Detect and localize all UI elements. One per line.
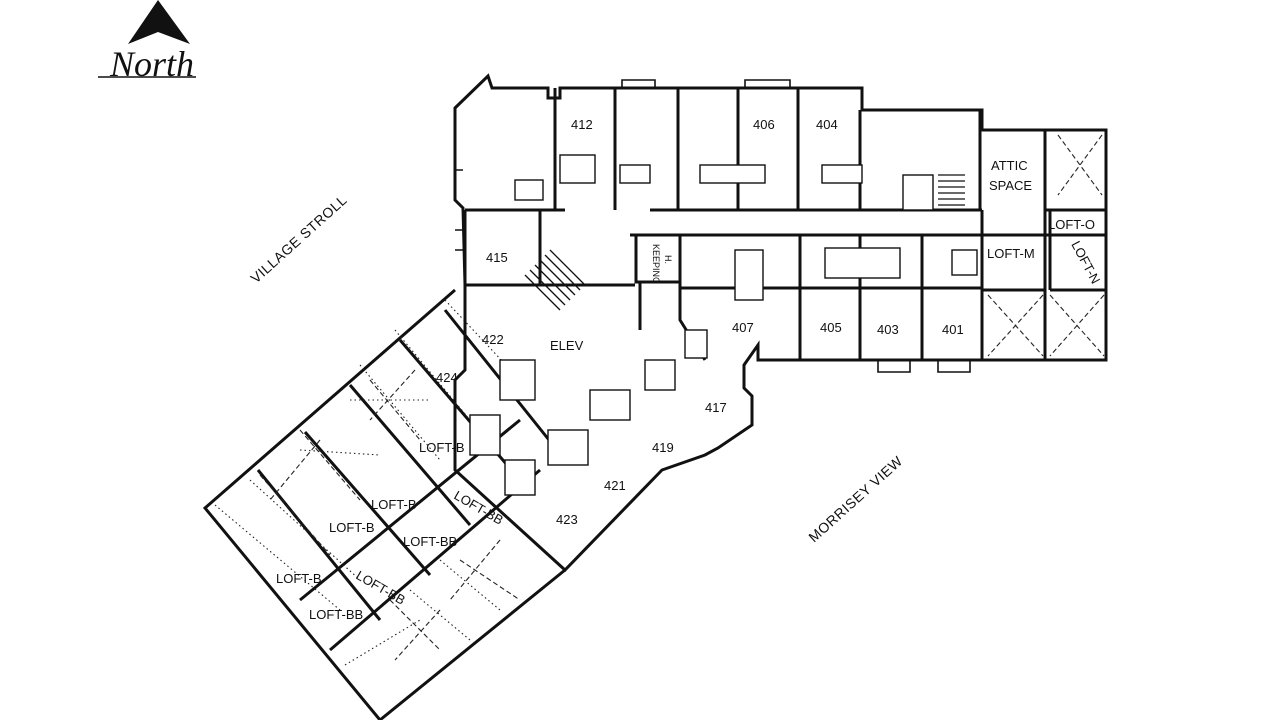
room-421: 421 xyxy=(604,478,626,493)
southwest-unit-dividers xyxy=(256,309,567,621)
north-room-dividers xyxy=(553,88,982,210)
room-loft-bb-3: LOFT-BB xyxy=(354,568,408,608)
loft-dashed-cross xyxy=(259,369,521,661)
room-417: 417 xyxy=(705,400,727,415)
southwest-wing xyxy=(202,288,567,720)
room-423: 423 xyxy=(556,512,578,527)
room-412: 412 xyxy=(571,117,593,132)
room-403: 403 xyxy=(877,322,899,337)
south-room-dividers xyxy=(678,210,984,361)
street-morrisey-view: MORRISEY VIEW xyxy=(805,452,906,545)
room-loft-b-1: LOFT-B xyxy=(419,440,465,455)
room-attic-1: ATTIC xyxy=(991,158,1028,173)
loft-o-cross xyxy=(1057,134,1103,196)
loft-m-cross xyxy=(987,294,1044,357)
room-407: 407 xyxy=(732,320,754,335)
loft-n-cross xyxy=(1049,294,1105,357)
southwest-wing-outline xyxy=(202,288,566,720)
room-loft-bb-2: LOFT-BB xyxy=(403,534,457,549)
corridor-south-wall xyxy=(465,233,982,290)
stair-main xyxy=(524,249,586,311)
room-loft-o: LOFT-O xyxy=(1048,217,1095,232)
attic-walls xyxy=(982,128,1106,360)
room-404: 404 xyxy=(816,117,838,132)
balcony-bumps xyxy=(455,79,971,373)
room-419: 419 xyxy=(652,440,674,455)
room-405: 405 xyxy=(820,320,842,335)
room-406: 406 xyxy=(753,117,775,132)
room-loft-n: LOFT-N xyxy=(1068,238,1103,286)
north-label: North xyxy=(109,44,194,84)
room-424: 424 xyxy=(436,370,458,385)
room-loft-b-2: LOFT-B xyxy=(371,497,417,512)
room-loft-bb-4: LOFT-BB xyxy=(309,607,363,622)
north-compass: North xyxy=(98,0,196,84)
north-wing-outline xyxy=(453,73,1108,573)
room-415: 415 xyxy=(486,250,508,265)
room-loft-b-3: LOFT-B xyxy=(329,520,375,535)
room-loft-b-4: LOFT-B xyxy=(276,571,322,586)
housekeeping-walls xyxy=(634,235,680,330)
room-401: 401 xyxy=(942,322,964,337)
room-422: 422 xyxy=(482,332,504,347)
bathroom-fixtures xyxy=(469,154,978,496)
room-415-walls xyxy=(463,210,542,285)
north-wing xyxy=(453,73,1108,573)
room-housekeeping-2: KEEPING xyxy=(651,244,661,284)
room-housekeeping-1: H. xyxy=(663,255,673,264)
stair-east xyxy=(938,174,965,206)
loft-dotted-grid xyxy=(214,299,521,666)
room-elev: ELEV xyxy=(550,338,584,353)
room-attic-2: SPACE xyxy=(989,178,1032,193)
north-arrow-icon xyxy=(128,0,190,44)
room-loft-m: LOFT-M xyxy=(987,246,1035,261)
street-village-stroll: VILLAGE STROLL xyxy=(247,192,350,287)
